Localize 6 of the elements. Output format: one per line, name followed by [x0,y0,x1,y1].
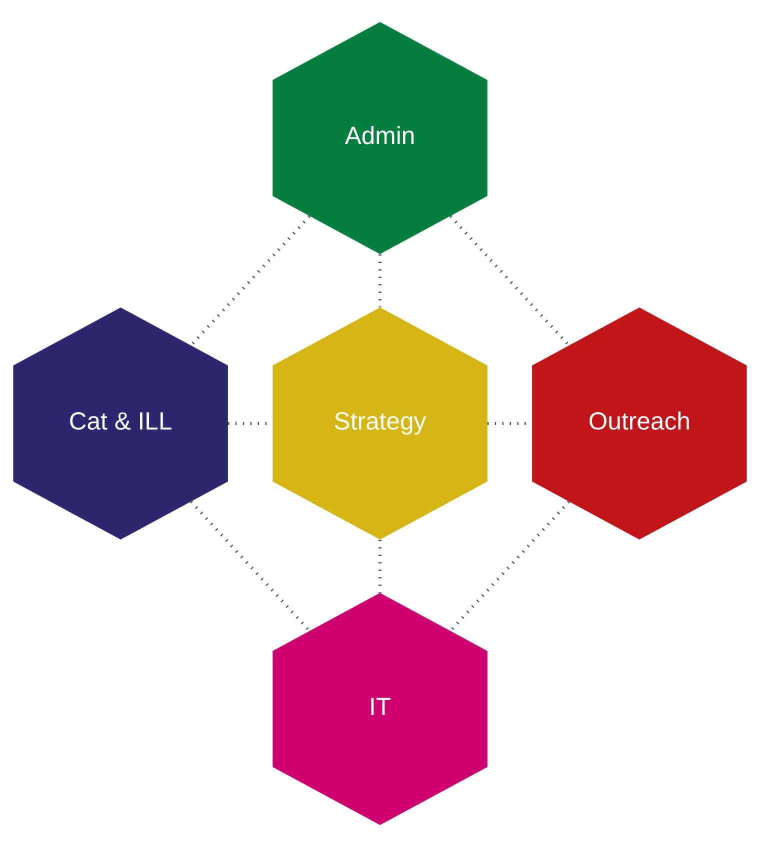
connector [190,214,311,346]
connector [449,214,570,346]
connector [449,500,570,632]
connector [378,254,382,307]
connector [378,539,382,592]
connector [190,500,311,632]
